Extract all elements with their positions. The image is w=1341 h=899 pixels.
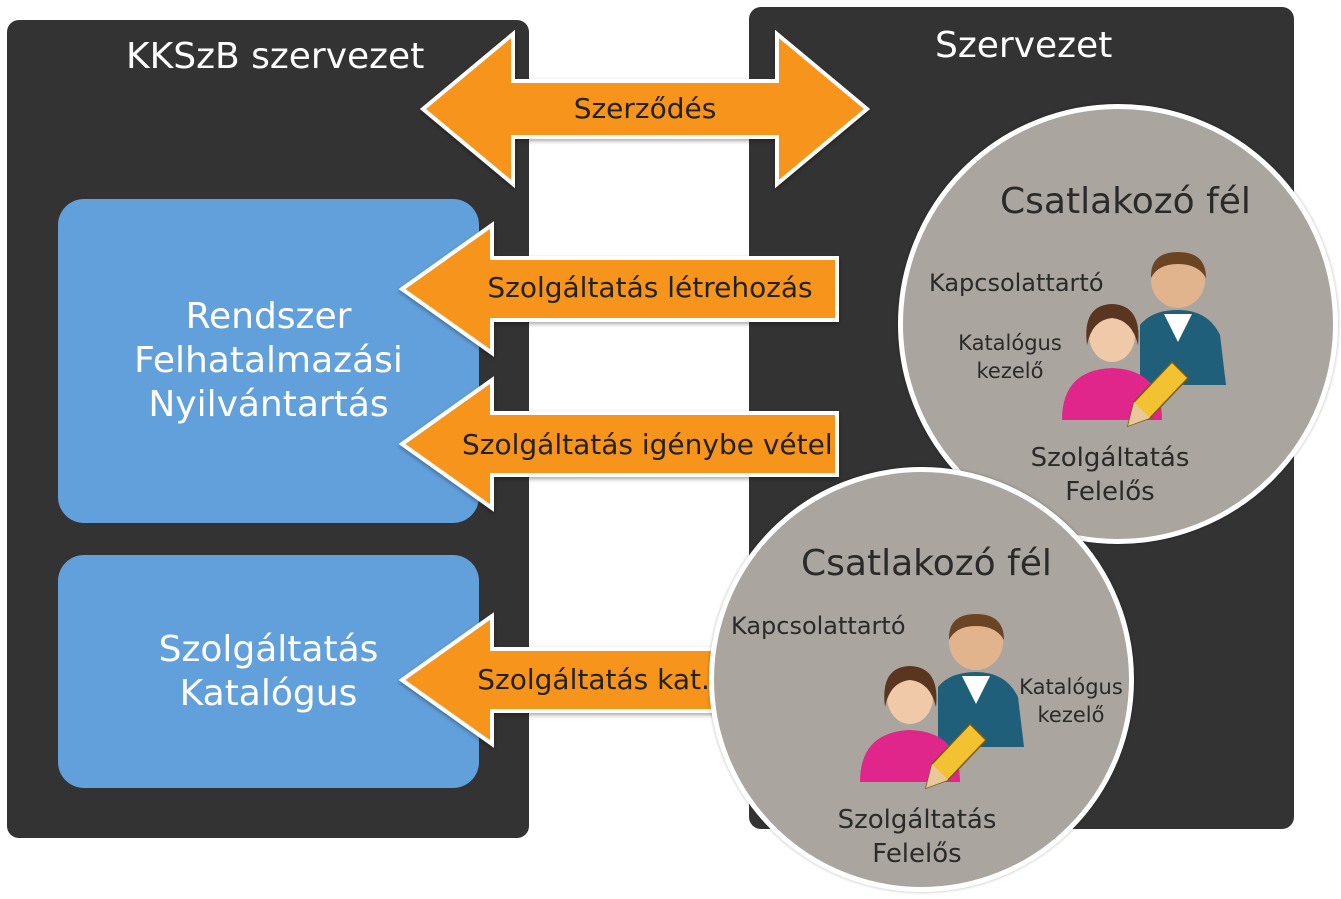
box-line: Szolgáltatás [158, 628, 379, 670]
joining-party-title: Csatlakozó fél [801, 543, 1052, 584]
catalog-manager-label: Katalógus kezelő [945, 329, 1075, 385]
catalog-manager-line: kezelő [1037, 703, 1105, 727]
service-responsible-line: Felelős [872, 839, 962, 869]
contract-label: Szerződés [573, 92, 717, 125]
people-icon [860, 614, 1024, 790]
organization-title: Szervezet [935, 25, 1113, 66]
catalog-manager-label: Katalógus kezelő [1006, 673, 1136, 729]
contact-label: Kapcsolattartó [929, 269, 1104, 297]
service-use-label: Szolgáltatás igénybe vétel [462, 428, 833, 461]
service-create-arrow [398, 221, 839, 357]
service-responsible-line: Szolgáltatás [837, 805, 997, 835]
box-line: Felhatalmazási [134, 340, 403, 381]
kkszb-organization-title: KKSzB szervezet [126, 36, 425, 77]
service-responsible-label: Szolgáltatás Felelős [1020, 441, 1200, 509]
catalog-manager-line: Katalógus [1019, 675, 1123, 699]
service-create-label: Szolgáltatás létrehozás [487, 271, 813, 304]
joining-party-title: Csatlakozó fél [1000, 181, 1251, 222]
contract-arrow [419, 29, 871, 189]
box-line: Rendszer [185, 296, 352, 337]
box-line: Katalógus [179, 672, 358, 714]
catalog-manager-line: kezelő [976, 359, 1044, 383]
authorization-registry-box: Rendszer Felhatalmazási Nyilvántartás [58, 199, 479, 523]
service-catalog-box: Szolgáltatás Katalógus [58, 555, 479, 788]
people-icon [1062, 252, 1226, 428]
box-line: Nyilvántartás [148, 384, 389, 425]
pencil-icon [924, 722, 988, 790]
service-use-arrow [398, 376, 839, 512]
contact-label: Kapcsolattartó [731, 612, 906, 640]
service-responsible-label: Szolgáltatás Felelős [827, 803, 1007, 871]
service-responsible-line: Felelős [1065, 477, 1155, 507]
catalog-manager-line: Katalógus [958, 331, 1062, 355]
service-responsible-line: Szolgáltatás [1030, 443, 1190, 473]
pencil-icon [1126, 360, 1190, 428]
